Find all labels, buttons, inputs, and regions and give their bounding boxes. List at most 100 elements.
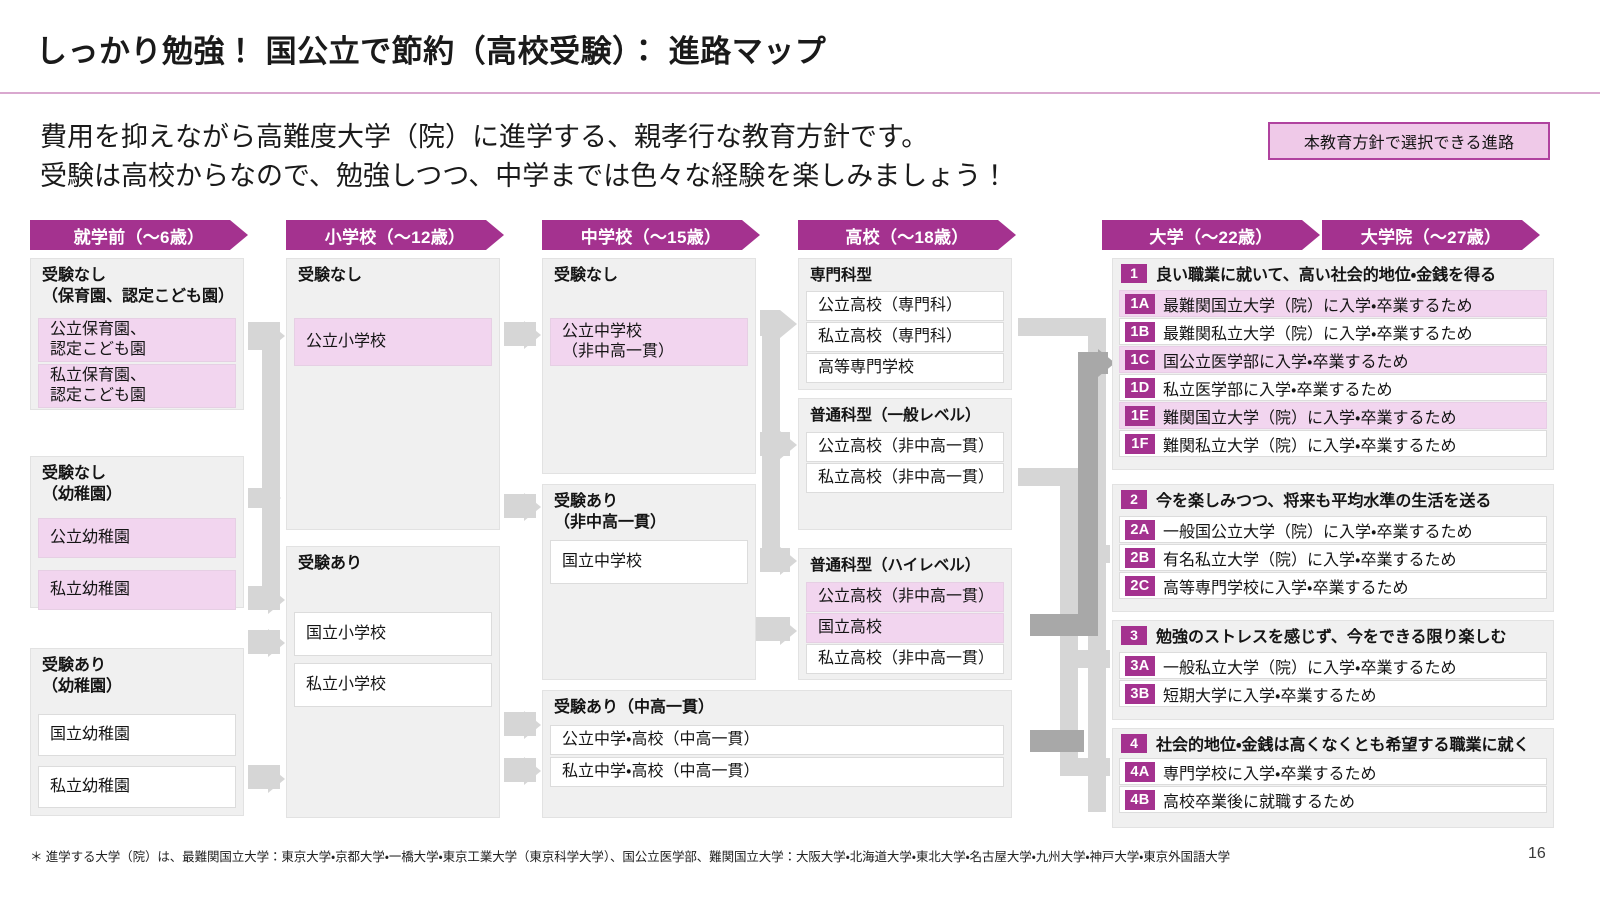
connector-seg: [1018, 468, 1068, 486]
outcome-row-4B[interactable]: 4B 高校卒業後に就職するため: [1119, 786, 1547, 813]
outcome-row-label: 難関私立大学（院）に入学・卒業するため: [1163, 437, 1457, 455]
connector-arrow: [268, 322, 285, 350]
group-head: 専門科型: [810, 267, 873, 284]
outcome-row-label: 高校卒業後に就職するため: [1163, 793, 1356, 811]
connector-arrow: [524, 321, 541, 349]
outcome-row-label: 私立医学部に入学・卒業するため: [1163, 381, 1393, 399]
group-head: 受験あり （幼稚園）: [42, 657, 123, 695]
option-kosen[interactable]: 高等専門学校: [806, 353, 1004, 383]
outcome-row-1C[interactable]: 1C 国公立医学部に入学・卒業するため: [1119, 346, 1547, 373]
option-public-kindergarten[interactable]: 公立幼稚園: [38, 518, 236, 558]
connector-arrow: [524, 711, 541, 739]
group-head: 受験なし: [298, 267, 363, 284]
connector-arrow-emphasis: [1098, 349, 1115, 377]
group-head: 受験なし: [554, 267, 619, 284]
outcome-code-badge: 1E: [1125, 405, 1155, 426]
option-public-elementary[interactable]: 公立小学校: [294, 318, 492, 366]
outcome-head-label: 勉強のストレスを感じず、今をできる限り楽しむ: [1156, 629, 1507, 646]
connector-seg: [262, 322, 280, 610]
title-divider: [0, 92, 1600, 94]
outcome-row-1F[interactable]: 1F 難関私立大学（院）に入学・卒業するため: [1119, 430, 1547, 457]
stage-header-gradschool: 大学院（〜27歳）: [1322, 220, 1540, 250]
footnote: ＊ 進学する大学（院）は、最難関国立大学：東京大学・京都大学・一橋大学・東京工業…: [30, 850, 1231, 864]
option-public-hs-highlevel[interactable]: 公立高校（非中高一貫）: [806, 582, 1004, 612]
connector-arrow: [524, 493, 541, 521]
connector-arrow: [1088, 752, 1105, 780]
outcome-row-label: 短期大学に入学・卒業するため: [1163, 687, 1377, 705]
outcome-number-badge: 2: [1121, 489, 1147, 509]
outcome-row-3B[interactable]: 3B 短期大学に入学・卒業するため: [1119, 680, 1547, 707]
outcome-head-2: 2 今を楽しみつつ、将来も平均水準の生活を送る: [1113, 485, 1553, 513]
option-national-hs[interactable]: 国立高校: [806, 613, 1004, 643]
outcome-number-badge: 3: [1121, 625, 1147, 645]
outcome-row-1D[interactable]: 1D 私立医学部に入学・卒業するため: [1119, 374, 1547, 401]
option-private-integrated[interactable]: 私立中学・高校（中高一貫）: [550, 757, 1004, 787]
stage-header-elementary: 小学校（〜12歳）: [286, 220, 504, 250]
option-public-integrated[interactable]: 公立中学・高校（中高一貫）: [550, 725, 1004, 755]
option-public-hs-general[interactable]: 公立高校（非中高一貫）: [806, 432, 1004, 462]
stage-header-highschool: 高校（〜18歳）: [798, 220, 1016, 250]
group-juniorhigh-no-exam: 受験なし: [542, 258, 756, 474]
outcome-row-4A[interactable]: 4A 専門学校に入学・卒業するため: [1119, 758, 1547, 785]
outcome-code-badge: 1C: [1125, 349, 1155, 370]
option-public-nursery[interactable]: 公立保育園、 認定こども園: [38, 318, 236, 362]
group-head: 受験なし （保育園、認定こども園）: [42, 267, 235, 305]
option-private-exam-kindergarten[interactable]: 私立幼稚園: [38, 766, 236, 808]
stage-header-juniorhigh: 中学校（〜15歳）: [542, 220, 760, 250]
group-head: 普通科型（一般レベル）: [810, 407, 981, 424]
outcome-row-label: 専門学校に入学・卒業するため: [1163, 765, 1377, 783]
option-national-juniorhigh[interactable]: 国立中学校: [550, 540, 748, 584]
outcome-row-label: 最難関私立大学（院）に入学・卒業するため: [1163, 325, 1473, 343]
connector-arrow: [780, 617, 797, 645]
outcome-head-label: 良い職業に就いて、高い社会的地位・金銭を得る: [1156, 267, 1497, 284]
group-head: 受験あり （非中高一貫）: [554, 493, 667, 531]
connector-seg: [1060, 468, 1078, 758]
connector-arrow: [780, 310, 797, 338]
outcome-head-4: 4 社会的地位・金銭は高くなくとも希望する職業に就く: [1113, 729, 1553, 757]
option-private-hs-general[interactable]: 私立高校（非中高一貫）: [806, 463, 1004, 493]
option-public-juniorhigh[interactable]: 公立中学校 （非中高一貫）: [550, 318, 748, 366]
lead-line-1: 費用を抑えながら高難度大学（院）に進学する、親孝行な教育方針です。: [40, 122, 929, 152]
legend-box: 本教育方針で選択できる進路: [1268, 122, 1550, 160]
outcome-code-badge: 1A: [1125, 293, 1155, 314]
outcome-row-1A[interactable]: 1A 最難関国立大学（院）に入学・卒業するため: [1119, 290, 1547, 317]
connector-seg-emphasis: [1030, 730, 1084, 752]
outcome-number-badge: 4: [1121, 733, 1147, 753]
connector-arrow: [268, 586, 285, 614]
outcome-row-label: 最難関国立大学（院）に入学・卒業するため: [1163, 297, 1473, 315]
outcome-row-1B[interactable]: 1B 最難関私立大学（院）に入学・卒業するため: [1119, 318, 1547, 345]
option-private-hs-vocational[interactable]: 私立高校（専門科）: [806, 322, 1004, 352]
connector-seg: [248, 488, 262, 508]
page-title: しっかり勉強！ 国公立で節約（高校受験）： 進路マップ: [36, 34, 827, 69]
outcome-row-label: 有名私立大学（院）に入学・卒業するため: [1163, 551, 1457, 569]
option-national-kindergarten[interactable]: 国立幼稚園: [38, 714, 236, 756]
connector-arrow: [268, 765, 285, 793]
option-private-elementary[interactable]: 私立小学校: [294, 663, 492, 707]
outcome-row-3A[interactable]: 3A 一般私立大学（院）に入学・卒業するため: [1119, 652, 1547, 679]
outcome-row-label: 一般国公立大学（院）に入学・卒業するため: [1163, 523, 1473, 541]
outcome-row-label: 国公立医学部に入学・卒業するため: [1163, 353, 1409, 371]
connector-arrow: [268, 487, 281, 509]
option-private-nursery[interactable]: 私立保育園、 認定こども園: [38, 364, 236, 408]
option-public-hs-vocational[interactable]: 公立高校（専門科）: [806, 291, 1004, 321]
option-private-hs-highlevel[interactable]: 私立高校（非中高一貫）: [806, 644, 1004, 674]
option-national-elementary[interactable]: 国立小学校: [294, 612, 492, 656]
outcome-row-label: 高等専門学校に入学・卒業するため: [1163, 579, 1409, 597]
option-private-kindergarten[interactable]: 私立幼稚園: [38, 570, 236, 610]
outcome-head-label: 今を楽しみつつ、将来も平均水準の生活を送る: [1156, 493, 1492, 510]
outcome-code-badge: 1D: [1125, 377, 1155, 398]
group-head: 普通科型（ハイレベル）: [810, 557, 981, 574]
lead-paragraph: 費用を抑えながら高難度大学（院）に進学する、親孝行な教育方針です。 受験は高校か…: [40, 118, 1008, 196]
connector-seg-emphasis: [1030, 614, 1084, 636]
outcome-row-2C[interactable]: 2C 高等専門学校に入学・卒業するため: [1119, 572, 1547, 599]
group-head: 受験あり: [298, 555, 363, 572]
stage-header-university: 大学（〜22歳）: [1102, 220, 1320, 250]
outcome-row-2B[interactable]: 2B 有名私立大学（院）に入学・卒業するため: [1119, 544, 1547, 571]
outcome-head-label: 社会的地位・金銭は高くなくとも希望する職業に就く: [1156, 737, 1530, 754]
connector-seg: [1018, 318, 1106, 336]
outcome-head-3: 3 勉強のストレスを感じず、今をできる限り楽しむ: [1113, 621, 1553, 649]
outcome-row-1E[interactable]: 1E 難関国立大学（院）に入学・卒業するため: [1119, 402, 1547, 429]
outcome-row-2A[interactable]: 2A 一般国公立大学（院）に入学・卒業するため: [1119, 516, 1547, 543]
outcome-code-badge: 3A: [1125, 655, 1155, 676]
connector-arrow: [524, 757, 541, 785]
